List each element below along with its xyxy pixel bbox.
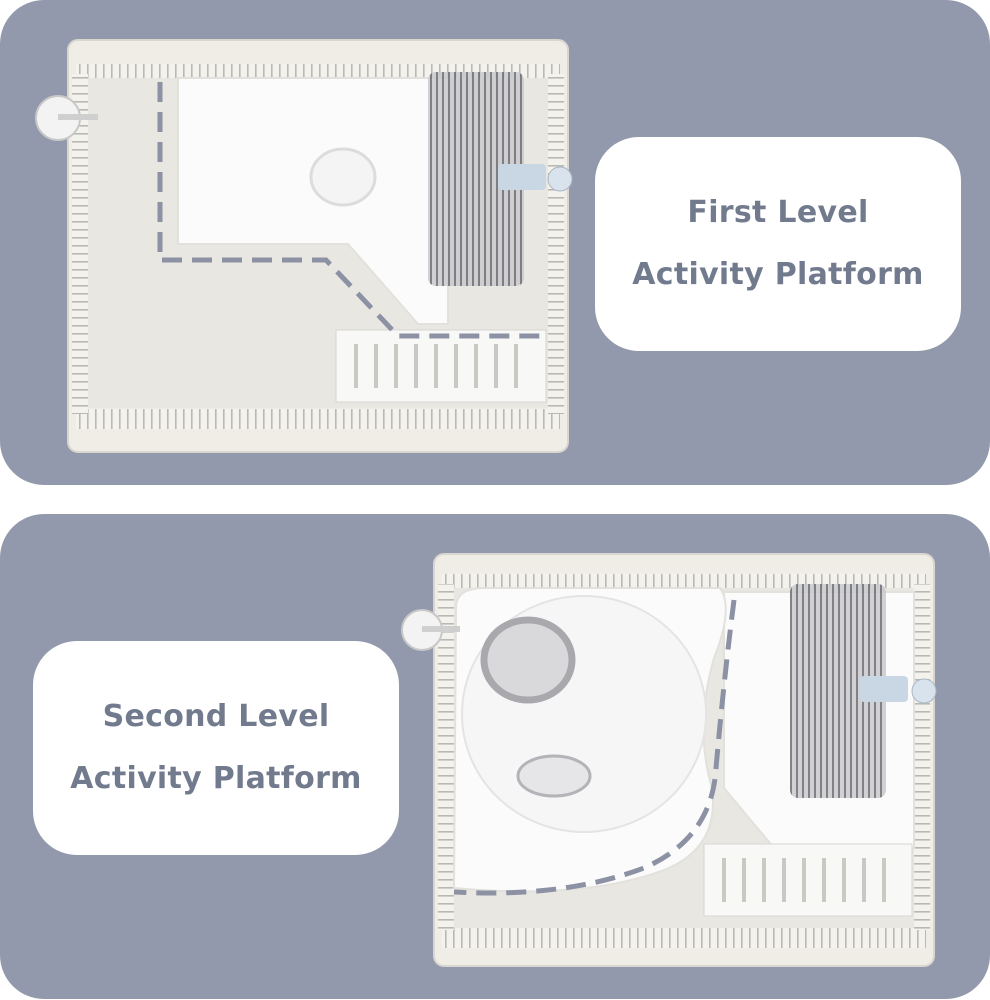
wheel-icon (790, 584, 937, 798)
ramp-icon (703, 843, 913, 917)
water-bottle-icon (401, 609, 460, 651)
wheel-icon (428, 72, 573, 286)
cage-icon (401, 553, 937, 967)
cage-icon (35, 39, 573, 453)
second-level-cage-image (394, 548, 954, 972)
second-level-panel: Second Level Activity Platform (0, 514, 990, 999)
first-level-subtitle: Activity Platform (632, 257, 924, 292)
first-level-title: First Level (687, 195, 869, 230)
second-level-subtitle: Activity Platform (70, 761, 362, 796)
second-level-label-card: Second Level Activity Platform (33, 641, 399, 855)
hideout-icon (461, 595, 707, 833)
first-level-label-card: First Level Activity Platform (595, 137, 961, 351)
first-level-cage-image (28, 34, 588, 458)
second-level-title: Second Level (102, 699, 330, 734)
first-level-panel: First Level Activity Platform (0, 0, 990, 485)
ramp-icon (335, 329, 547, 403)
food-bowl-icon (309, 147, 377, 207)
water-bottle-icon (35, 95, 98, 141)
